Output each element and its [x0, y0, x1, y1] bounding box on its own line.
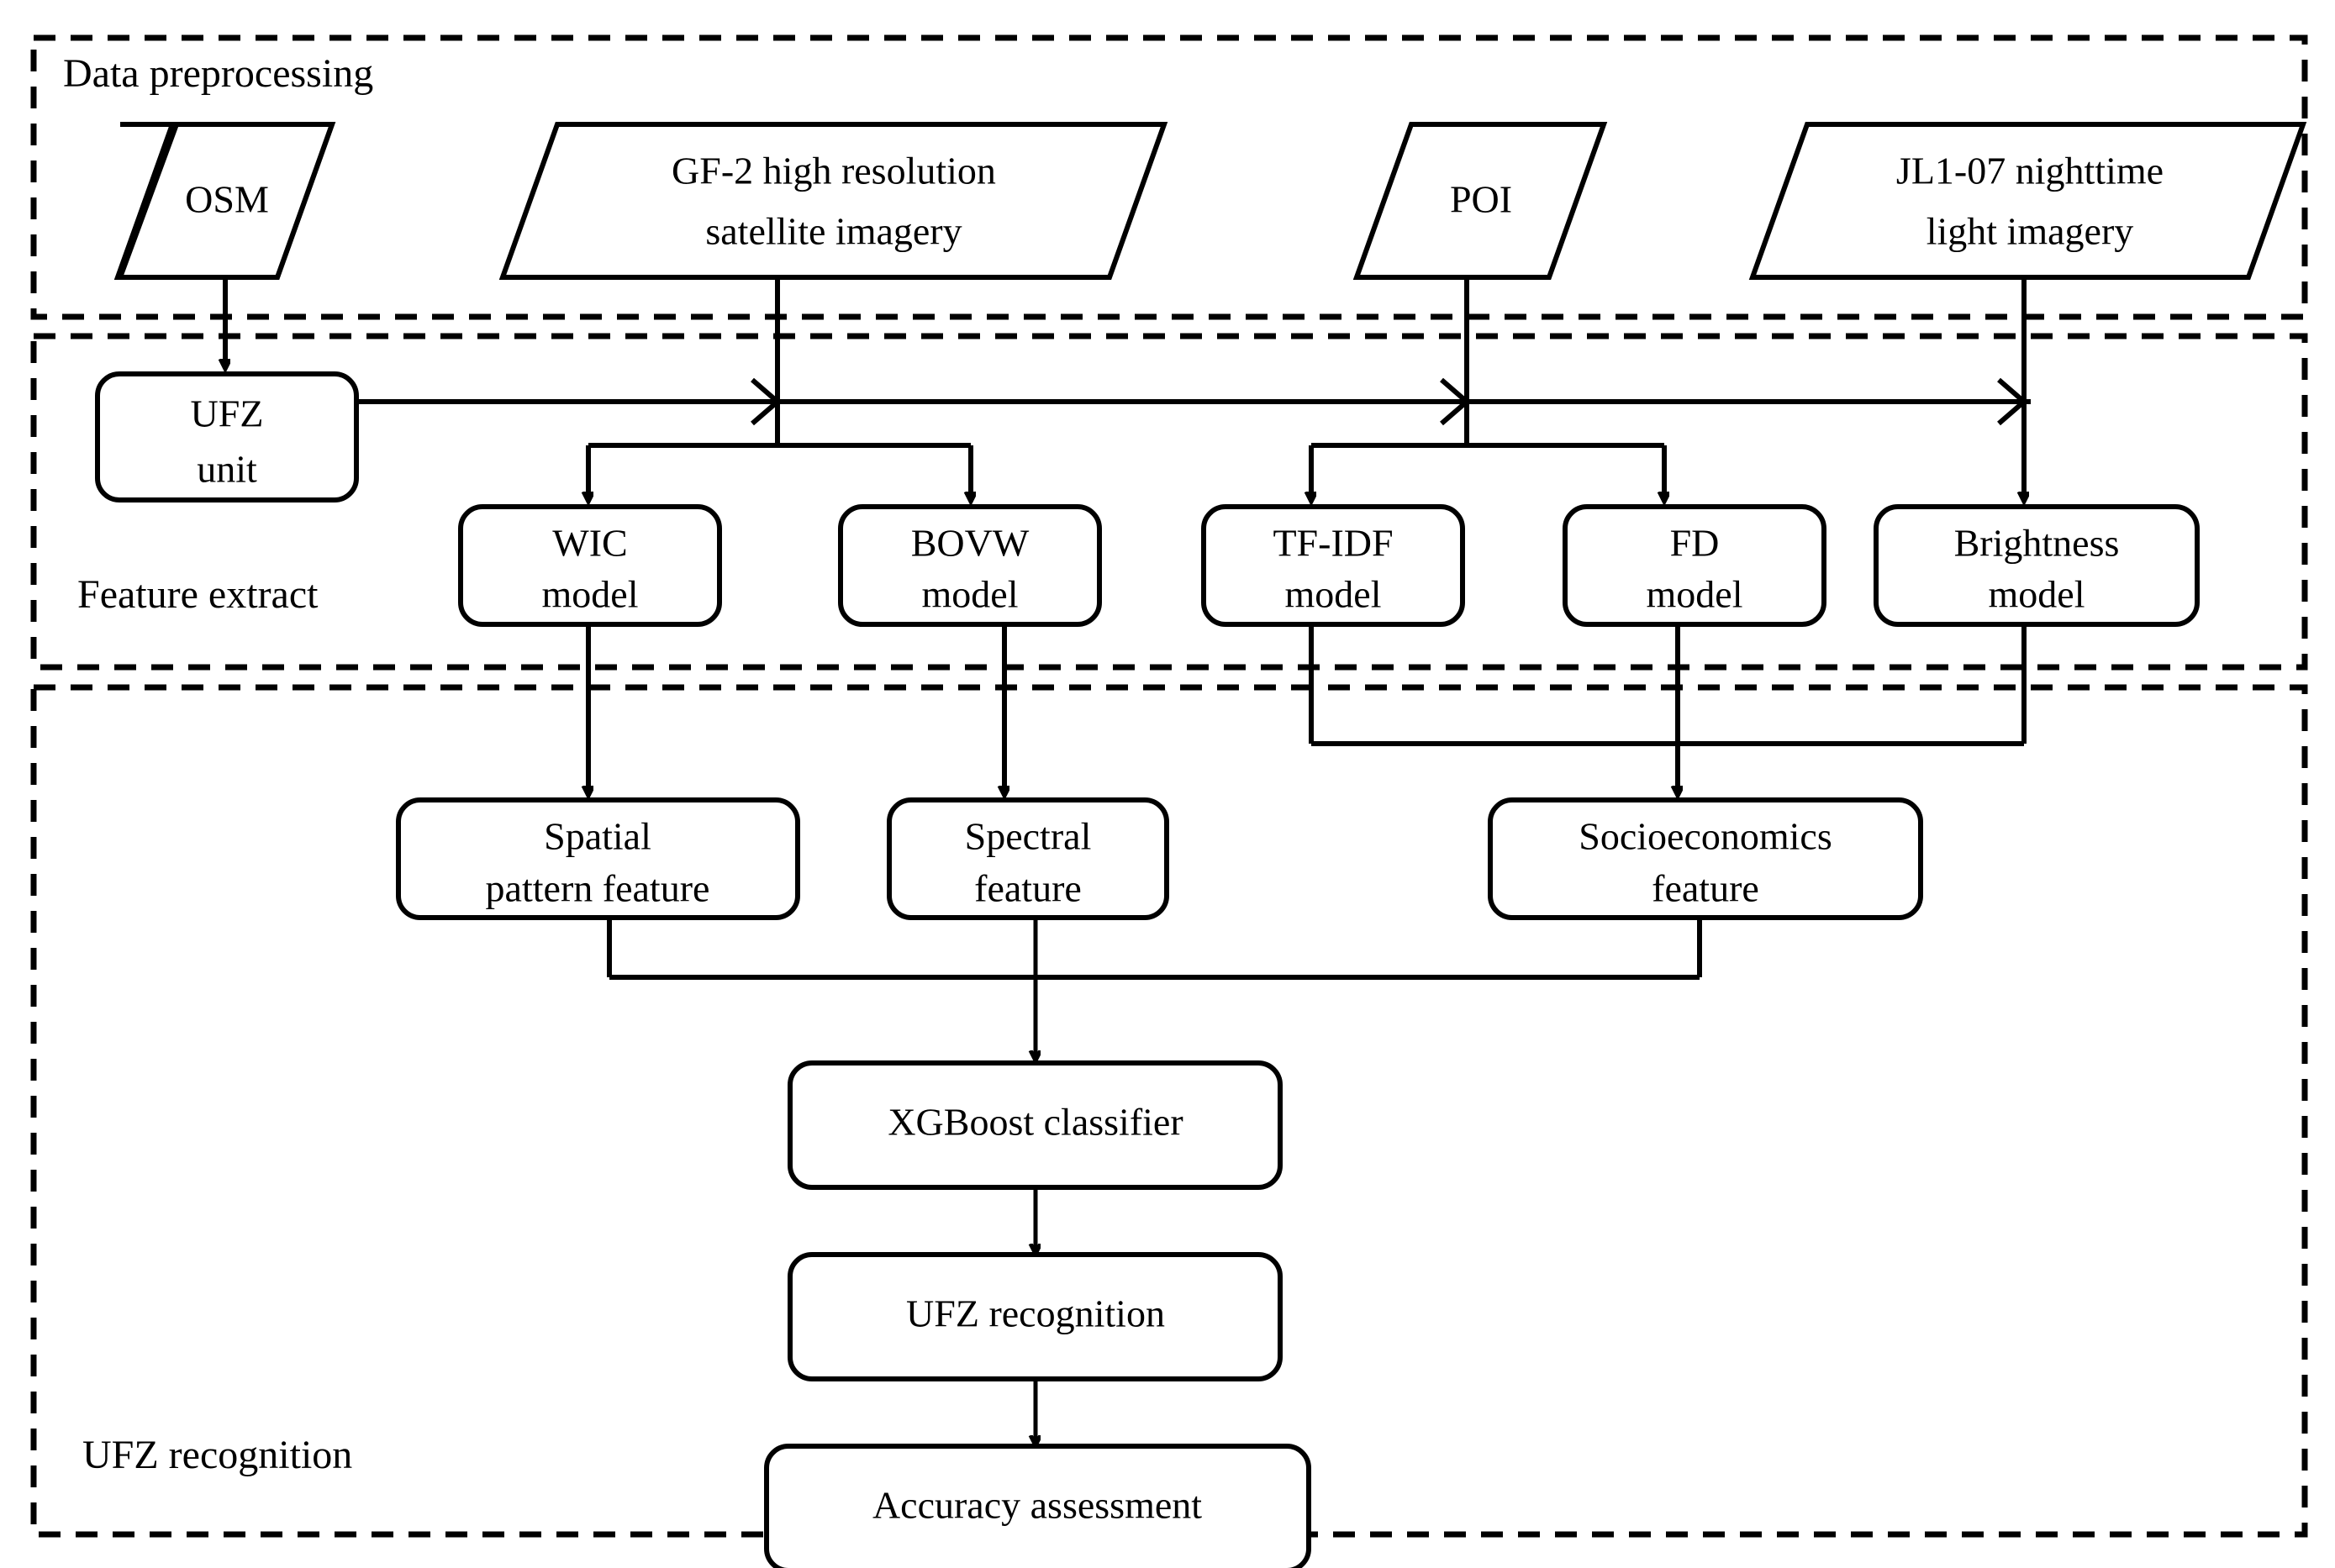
node-socioeconomics-feature-line1: Socioeconomics	[1579, 815, 1832, 858]
node-wic-model-line2: model	[542, 573, 639, 616]
node-fd-model[interactable]: FD model	[1563, 504, 1826, 627]
node-tfidf-model-line2: model	[1285, 573, 1382, 616]
node-ufz-recognition[interactable]: UFZ recognition	[788, 1252, 1283, 1381]
node-spectral-feature-line2: feature	[974, 867, 1082, 910]
section-box-data-preprocessing	[30, 34, 2308, 320]
node-jl1-label-line2: light imagery	[1927, 210, 2134, 253]
node-jl1[interactable]: JL1-07 nighttime light imagery	[1748, 122, 2307, 280]
node-ufz-recognition-label: UFZ recognition	[906, 1292, 1165, 1335]
node-poi-label: POI	[1450, 178, 1512, 221]
node-ufz-unit[interactable]: UFZ unit	[95, 371, 359, 502]
node-jl1-label-line1: JL1-07 nighttime	[1896, 150, 2164, 192]
arrowhead-ufz-at-poi	[1440, 377, 1471, 426]
node-xgboost-classifier-label: XGBoost classifier	[888, 1101, 1183, 1144]
node-ufz-unit-line2: unit	[197, 448, 257, 491]
arrowhead-ufz-at-gf2	[751, 377, 782, 426]
node-gf2-label-line2: satellite imagery	[705, 210, 962, 253]
node-bovw-model-line2: model	[922, 573, 1019, 616]
node-spatial-pattern-feature-line2: pattern feature	[486, 867, 710, 910]
node-wic-model[interactable]: WIC model	[458, 504, 722, 627]
node-spatial-pattern-feature[interactable]: Spatial pattern feature	[396, 797, 800, 920]
node-accuracy-assessment[interactable]: Accuracy assessment	[764, 1444, 1311, 1568]
node-bovw-model-line1: BOVW	[911, 522, 1030, 565]
section-box-feature-extract	[30, 333, 2308, 671]
section-label-ufz-recognition: UFZ recognition	[82, 1433, 352, 1477]
node-brightness-model[interactable]: Brightness model	[1874, 504, 2200, 627]
arrowhead-ufz-at-jl1	[1997, 377, 2028, 426]
node-bovw-model[interactable]: BOVW model	[838, 504, 1102, 627]
node-xgboost-classifier[interactable]: XGBoost classifier	[788, 1060, 1283, 1190]
node-fd-model-line2: model	[1647, 573, 1743, 616]
node-spatial-pattern-feature-line1: Spatial	[544, 815, 651, 858]
node-wic-model-line1: WIC	[552, 522, 627, 565]
node-fd-model-line1: FD	[1670, 522, 1720, 565]
node-poi[interactable]: POI	[1352, 122, 1608, 280]
node-brightness-model-line1: Brightness	[1954, 522, 2120, 565]
node-osm[interactable]: OSM	[113, 122, 336, 280]
node-gf2-label-line1: GF-2 high resolution	[672, 150, 996, 192]
node-socioeconomics-feature[interactable]: Socioeconomics feature	[1488, 797, 1923, 920]
node-brightness-model-line2: model	[1989, 573, 2085, 616]
node-spectral-feature[interactable]: Spectral feature	[887, 797, 1169, 920]
node-tfidf-model[interactable]: TF-IDF model	[1201, 504, 1465, 627]
node-tfidf-model-line1: TF-IDF	[1273, 522, 1393, 565]
section-label-data-preprocessing: Data preprocessing	[63, 51, 373, 96]
node-accuracy-assessment-label: Accuracy assessment	[872, 1484, 1202, 1527]
node-spectral-feature-line1: Spectral	[965, 815, 1092, 858]
node-gf2[interactable]: GF-2 high resolution satellite imagery	[498, 122, 1168, 280]
node-ufz-unit-line1: UFZ	[191, 392, 264, 435]
section-label-feature-extract: Feature extract	[77, 572, 319, 617]
node-socioeconomics-feature-line2: feature	[1652, 867, 1759, 910]
node-osm-label: OSM	[185, 178, 269, 221]
